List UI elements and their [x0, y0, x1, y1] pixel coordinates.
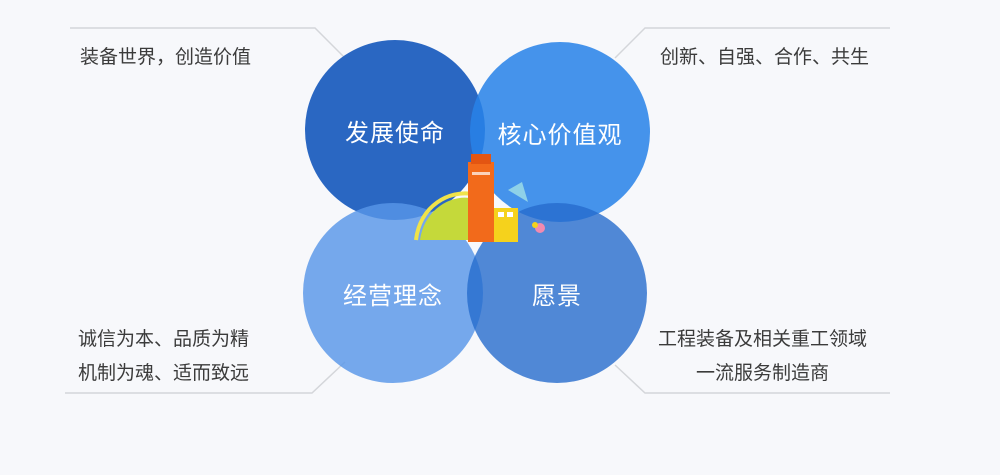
- connector-bottom-right: [614, 364, 890, 394]
- values-circle: 核心价值观: [470, 42, 650, 222]
- vision-description: 工程装备及相关重工领域 一流服务制造商: [658, 322, 867, 390]
- values-description: 创新、自强、合作、共生: [660, 46, 870, 68]
- connector-top-left: [70, 27, 346, 59]
- vision-line-2: 一流服务制造商: [696, 362, 830, 384]
- mission-circle: 发展使命: [305, 40, 485, 220]
- vision-label: 愿景: [532, 281, 582, 310]
- vision-line-1: 工程装备及相关重工领域: [658, 328, 868, 350]
- mission-description: 装备世界，创造价值: [80, 46, 252, 68]
- philosophy-description: 诚信为本、品质为精 机制为魂、适而致远: [78, 322, 249, 390]
- values-label: 核心价值观: [497, 120, 623, 149]
- philosophy-line-2: 机制为魂、适而致远: [78, 362, 250, 384]
- philosophy-label: 经营理念: [343, 281, 443, 310]
- mission-label: 发展使命: [345, 118, 445, 147]
- connector-top-right: [614, 27, 890, 59]
- vision-circle: 愿景: [467, 203, 647, 383]
- connector-bottom-left: [65, 361, 346, 394]
- philosophy-line-1: 诚信为本、品质为精: [78, 328, 250, 350]
- factory-icon: [414, 154, 545, 242]
